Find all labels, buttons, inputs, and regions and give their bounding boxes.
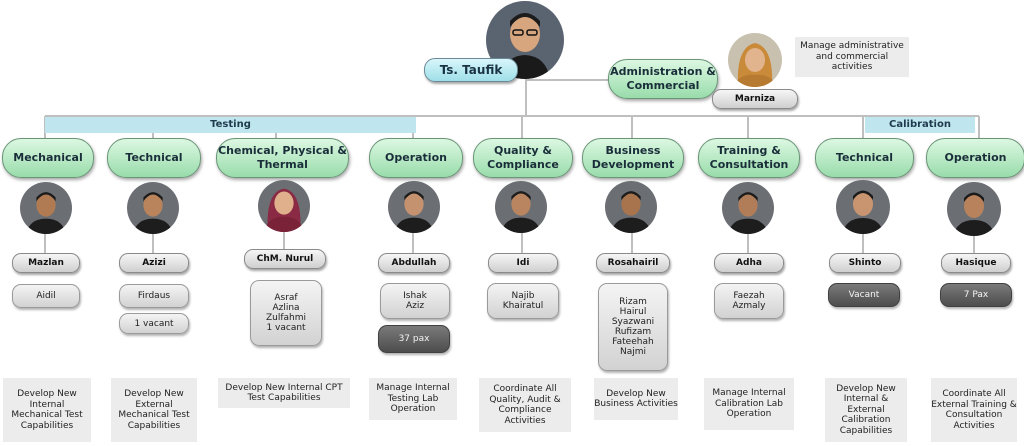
person-photo-icon [20,182,72,234]
calibration-band: Calibration [865,117,975,133]
team-member: Rizam [619,297,647,307]
head-person-name: Mazlan [12,253,80,273]
head-person-name: Rosahairil [596,253,670,273]
team-member: Rufizam [614,327,652,337]
team-member: Faezah [733,291,765,301]
department-title: Quality & Compliance [473,138,573,178]
extra-members-box: 37 pax [378,325,450,353]
team-member: Fateehah [612,337,654,347]
person-photo-icon [836,180,890,234]
team-member: Aziz [405,301,425,311]
team-member: Najmi [619,347,646,357]
team-member: Syazwani [611,317,655,327]
team-member: Firdaus [137,291,171,301]
team-members-list: 7 Pax [964,290,988,300]
person-photo-icon [127,182,179,234]
head-person-name: ChM. Nurul [244,249,326,269]
department-title: Business Development [582,138,684,178]
team-members-list: Firdaus [138,291,170,301]
team-member: Zulfahmi [265,313,307,323]
person-photo-icon [495,181,547,233]
team-members-box: Firdaus [119,284,189,308]
admin-person-name: Marniza [712,89,798,109]
admin-department-title: Administration & Commercial [608,59,718,99]
department-title: Training & Consultation [698,138,800,178]
department-description: Manage Internal Testing Lab Operation [369,378,457,420]
team-members-box: Vacant [828,283,900,307]
team-members-box: Aidil [12,284,80,308]
head-person-name: Azizi [119,253,189,273]
person-photo-icon [722,182,774,234]
team-member: Azlina [272,303,300,313]
department-title: Operation [369,138,463,178]
team-member: Vacant [848,290,880,300]
department-description: Develop New Business Activities [594,378,678,420]
admin-description: Manage administrative and commercial act… [795,37,909,77]
team-member: Hairul [619,307,647,317]
department-title: Operation [926,138,1024,178]
department-description: Coordinate All Quality, Audit & Complian… [479,378,571,432]
head-person-name: Idi [488,253,558,273]
department-description: Coordinate All External Training & Consu… [931,378,1017,442]
department-title: Chemical, Physical & Thermal [216,138,349,178]
team-member: Ishak [403,291,427,301]
top-person-name: Ts. Taufik [424,58,518,82]
person-photo-icon [605,181,657,233]
department-description: Develop New Internal Mechanical Test Cap… [3,378,91,442]
team-members-list: Vacant [849,290,880,300]
head-person-name: Adha [714,253,784,273]
extra-members-box: 1 vacant [119,313,189,334]
team-member: Aidil [36,291,56,301]
testing-band: Testing [45,117,416,133]
team-member: Asraf [274,293,298,303]
team-members-list: Aidil [36,291,55,301]
team-members-box: 7 Pax [940,283,1012,307]
person-photo-icon [388,181,440,233]
department-description: Develop New External Mechanical Test Cap… [111,378,197,442]
head-person-name: Hasique [941,253,1011,273]
head-person-name: Shinto [829,253,901,273]
person-photo-icon [258,180,310,232]
team-member: Najib [511,291,535,301]
department-description: Develop New Internal CPT Test Capabiliti… [218,378,350,408]
department-description: Manage Internal Calibration Lab Operatio… [704,378,794,430]
team-member: 1 vacant [266,323,306,333]
team-member: Azmaly [732,301,766,311]
department-title: Mechanical [2,138,94,178]
department-title: Technical [815,138,914,178]
team-member: 7 Pax [963,290,989,300]
head-person-name: Abdullah [378,253,450,273]
team-member: Khairatul [502,301,544,311]
department-title: Technical [107,138,201,178]
admin-person-photo-icon [728,33,782,87]
department-description: Develop New Internal & External Calibrat… [825,378,907,442]
person-photo-icon [947,182,1001,236]
